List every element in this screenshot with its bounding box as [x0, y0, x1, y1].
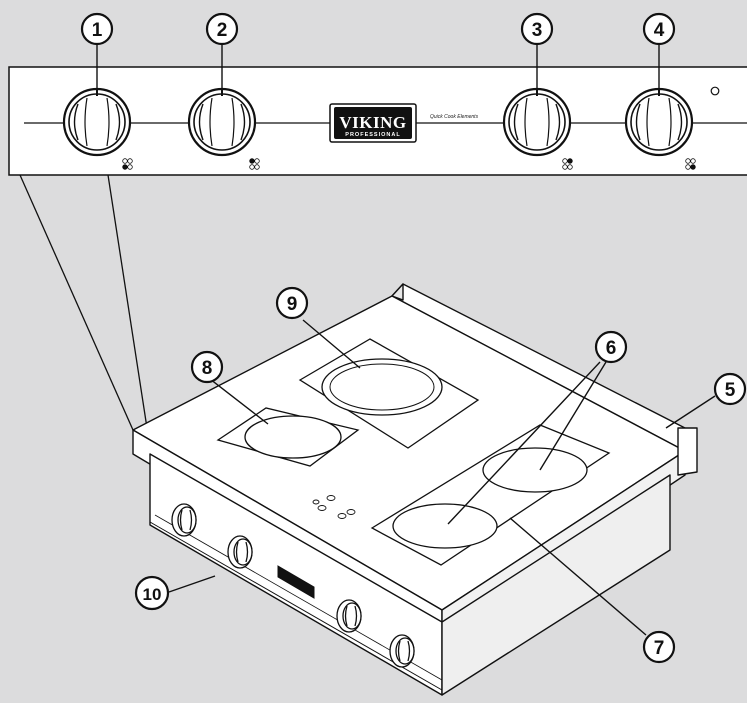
callout-4-label: 4 — [654, 20, 665, 41]
appliance-knob-1 — [171, 503, 197, 537]
callout-10-label: 10 — [143, 585, 162, 604]
panel-caption: Quick Cook Elements — [430, 114, 479, 120]
callout-6: 6 — [594, 330, 628, 364]
callout-2-label: 2 — [217, 20, 228, 41]
indicator-light — [710, 86, 720, 96]
viking-logo-badge: VIKING PROFESSIONAL — [329, 103, 417, 143]
appliance-knob-4 — [389, 634, 415, 668]
callout-1: 1 — [80, 12, 114, 46]
appliance-logo-badge — [277, 565, 315, 599]
callout-9-label: 9 — [287, 294, 298, 315]
callout-8: 8 — [190, 350, 224, 384]
callout-3-label: 3 — [532, 20, 543, 41]
callout-8-label: 8 — [202, 358, 213, 379]
brand-name: VIKING — [339, 113, 406, 132]
callout-10: 10 — [134, 575, 170, 611]
cooking-element-8 — [244, 415, 342, 459]
panel-knob-1 — [62, 87, 132, 157]
position-indicator-3 — [562, 158, 573, 170]
callout-7-label: 7 — [654, 638, 665, 659]
callout-1-label: 1 — [92, 20, 103, 41]
callout-3: 3 — [520, 12, 554, 46]
position-indicator-2 — [249, 158, 260, 170]
cooking-element-6-front — [392, 503, 498, 549]
panel-knob-4 — [624, 87, 694, 157]
position-indicator-1 — [122, 158, 133, 170]
appliance-knob-3 — [336, 599, 362, 633]
brand-subtitle: PROFESSIONAL — [345, 132, 400, 138]
hot-surface-indicators — [312, 495, 356, 519]
callout-leaders — [96, 44, 716, 636]
callout-5: 5 — [713, 372, 747, 406]
appliance-knob-2 — [227, 535, 253, 569]
callout-6-label: 6 — [606, 338, 617, 359]
panel-knob-2 — [187, 87, 257, 157]
callout-2: 2 — [205, 12, 239, 46]
detail-leader-lines — [19, 174, 148, 431]
callout-7: 7 — [642, 630, 676, 664]
callout-9: 9 — [275, 286, 309, 320]
callout-5-label: 5 — [725, 380, 736, 401]
panel-knob-3 — [502, 87, 572, 157]
callout-4: 4 — [642, 12, 676, 46]
cooking-elements — [216, 338, 611, 566]
cooktop-appliance — [132, 283, 698, 696]
position-indicator-4 — [685, 158, 696, 170]
